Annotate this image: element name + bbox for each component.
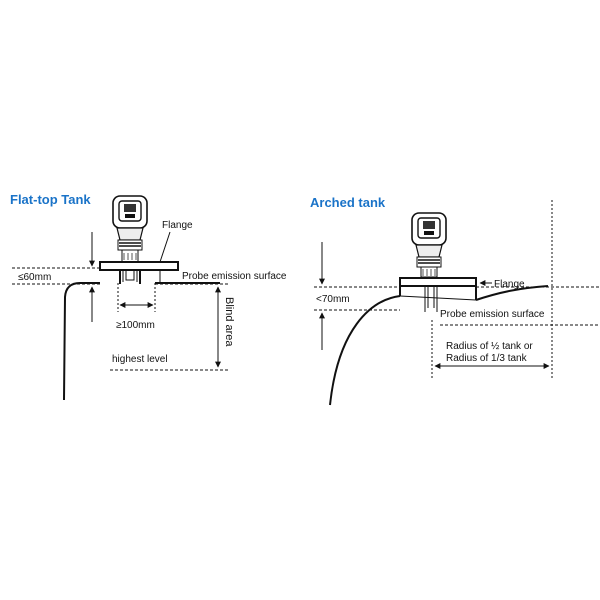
tank-wall-arched [329, 295, 401, 406]
highest-level-label: highest level [112, 354, 168, 365]
dim-width-label-flat: ≥100mm [116, 320, 155, 331]
probe-surface-label-flat: Probe emission surface [182, 271, 287, 282]
blind-area-label: Blind area [223, 297, 235, 347]
dim-top-label-arched: <70mm [316, 294, 350, 305]
radar-transmitter-flat [112, 195, 148, 263]
flange-label-flat: Flange [162, 220, 193, 231]
flat-top-tank-diagram: Flat-top Tank [10, 192, 287, 401]
probe-surface-label-arched: Probe emission surface [440, 309, 545, 320]
radius-label-line2: Radius of 1/3 tank [446, 353, 528, 364]
flange-plate-flat [99, 261, 179, 271]
radius-label-line1: Radius of ½ tank or [446, 341, 533, 352]
dim-top-label-flat: ≤60mm [18, 272, 51, 283]
arched-title: Arched tank [310, 195, 386, 210]
radar-transmitter-arched [411, 212, 447, 278]
tank-wall-flat [63, 282, 100, 401]
flange-plate-arched [399, 277, 477, 287]
flange-label-arched: Flange [494, 279, 525, 290]
arched-tank-diagram: Arched tank [310, 195, 600, 406]
tank-top-arched [475, 285, 549, 301]
nozzle-flat [119, 270, 141, 284]
flat-top-title: Flat-top Tank [10, 192, 91, 207]
